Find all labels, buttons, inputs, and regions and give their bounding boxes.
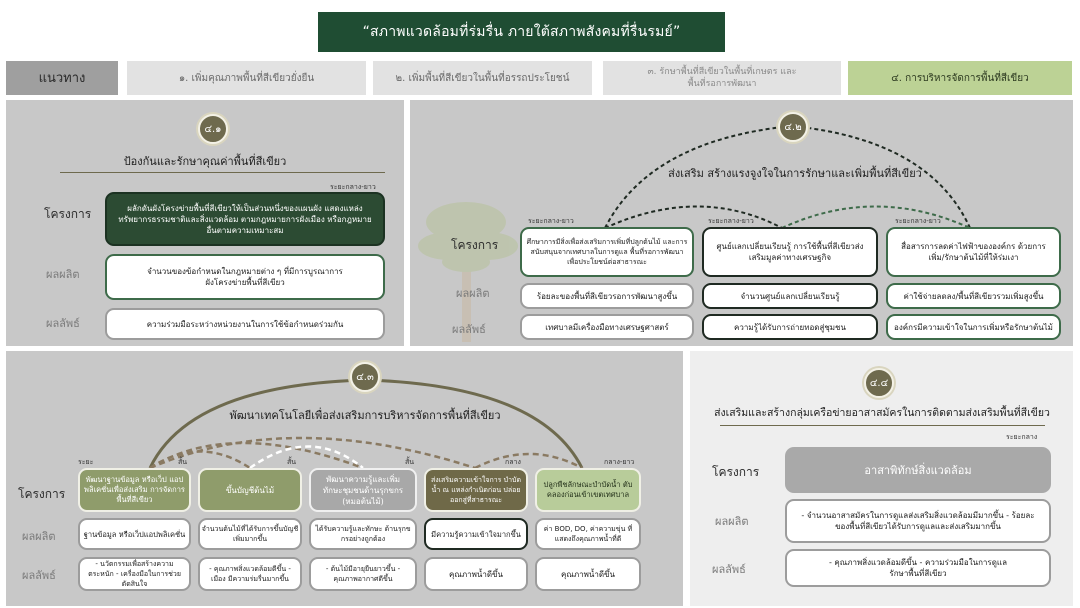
section-4-2-badge: ๔.๒ (778, 112, 808, 142)
section-4-2-project-2[interactable]: ศูนย์แลกเปลี่ยนเรียนรู้ การใช้พื้นที่สีเ… (702, 227, 878, 277)
section-4-1-project[interactable]: ผลักดันผังโครงข่ายพื้นที่สีเขียวให้เป็นส… (105, 192, 385, 246)
section-4-3-outcome-5[interactable]: คุณภาพน้ำดีขึ้น (535, 557, 641, 591)
nav-item-3[interactable]: ๓. รักษาพื้นที่สีเขียวในพื้นที่เกษตร และ… (603, 61, 841, 95)
nav-item-1[interactable]: ๑. เพิ่มคุณภาพพื้นที่สีเขียวยั่งยืน (127, 61, 366, 95)
section-4-3-term-2: สั้น (287, 458, 297, 466)
section-4-4-badge: ๔.๔ (864, 368, 894, 398)
section-4-3-term-5: กลาง-ยาว (604, 458, 635, 466)
section-4-4-output[interactable]: - จำนวนอาสาสมัครในการดูแลส่งเสริมสิ่งแวด… (785, 499, 1051, 543)
section-4-3-project-5[interactable]: ปลูกพืชลักษณะบำบัดน้ำ ตับคลองก่อนเข้าเขต… (535, 468, 641, 512)
section-4-2-outcome-2[interactable]: ความรู้ได้รับการถ่ายทอดสู่ชุมชน (702, 314, 878, 340)
section-4-1-divider (60, 172, 385, 173)
section-4-2-outcome-1[interactable]: เทศบาลมีเครื่องมือทางเศรษฐศาสตร์ (520, 314, 694, 340)
page-title: “สภาพแวดล้อมที่ร่มรื่น ภายใต้สภาพสังคมที… (318, 12, 725, 52)
nav-item-2[interactable]: ๒. เพิ่มพื้นที่สีเขียวในพื้นที่อรรถประโย… (373, 61, 592, 95)
section-4-2-output-1[interactable]: ร้อยละของพื้นที่สีเขียวรอการพัฒนาสูงขึ้น (520, 283, 694, 309)
section-4-4-divider (720, 425, 1045, 426)
section-4-2-outcome-label: ผลลัพธ์ (452, 323, 486, 336)
section-4-4-outcome[interactable]: - คุณภาพสิ่งแวดล้อมดีขึ้น - ความร่วมมือใ… (785, 549, 1051, 587)
section-4-2-project-3[interactable]: สื่อสารการลดค่าไฟฟ้าขององค์กร ด้วยการเพิ… (886, 227, 1061, 277)
section-4-3-outcome-4[interactable]: คุณภาพน้ำดีขึ้น (424, 557, 528, 591)
section-4-2-term-1: ระยะกลาง-ยาว (528, 217, 574, 225)
section-4-1-term: ระยะกลาง-ยาว (330, 183, 376, 191)
section-4-3-output-4[interactable]: มีความรู้ความเข้าใจมากขึ้น (424, 518, 528, 550)
section-4-4-output-label: ผลผลิต (715, 515, 749, 528)
section-4-1-title: ป้องกันและรักษาคุณค่าพื้นที่สีเขียว (123, 155, 287, 168)
section-4-3-output-5[interactable]: ค่า BOD, DO, ค่าความขุ่น ที่แสดงถึงคุณภา… (535, 518, 641, 550)
section-4-3-project-1[interactable]: พัฒนาฐานข้อมูล หรือเว็ป แอปพลิเคชั่นเพื่… (78, 468, 191, 512)
section-4-3-outcome-label: ผลลัพธ์ (22, 569, 56, 582)
section-4-4-project-label: โครงการ (712, 465, 760, 479)
section-4-4-outcome-label: ผลลัพธ์ (712, 563, 746, 576)
section-4-3-outcome-2[interactable]: - คุณภาพสิ่งแวดล้อมดีขึ้น - เมือง มีความ… (198, 557, 302, 591)
section-4-1-output[interactable]: จำนวนของข้อกำหนดในกฎหมายต่าง ๆ ที่มีการบ… (105, 254, 385, 300)
section-4-3-badge: ๔.๓ (350, 362, 380, 392)
section-4-4-title: ส่งเสริมและสร้างกลุ่มเครือข่ายอาสาสมัครใ… (714, 407, 1050, 419)
section-4-2-project-label: โครงการ (451, 238, 499, 252)
section-4-3-term-3: สั้น (405, 458, 415, 466)
section-4-2-project-1[interactable]: ศึกษาการมีสิ่งเพื่อส่งเสริมการเพิ่มที่ปล… (520, 227, 694, 277)
section-4-1-outcome[interactable]: ความร่วมมือระหว่างหน่วยงานในการใช้ข้อกำห… (105, 308, 385, 340)
section-4-1-badge: ๔.๑ (198, 114, 228, 144)
section-4-2-output-3[interactable]: ค่าใช้จ่ายลดลง/พื้นที่สีเขียวรวมเพิ่มสูง… (886, 283, 1061, 309)
section-4-1-output-label: ผลผลิต (46, 268, 80, 281)
section-4-2-term-2: ระยะกลาง-ยาว (708, 217, 754, 225)
section-4-2-output-2[interactable]: จำนวนศูนย์แลกเปลี่ยนเรียนรู้ (702, 283, 878, 309)
section-4-3-term-0: ระยะ (78, 458, 94, 466)
section-4-2-title: ส่งเสริม สร้างแรงจูงใจในการรักษาและเพิ่ม… (668, 167, 922, 180)
section-4-3-term-1: สั้น (178, 458, 188, 466)
section-4-4-term: ระยะกลาง (1006, 433, 1038, 441)
section-4-3-term-4: กลาง (505, 458, 521, 466)
section-4-3-project-label: โครงการ (18, 487, 66, 501)
section-4-2-output-label: ผลผลิต (456, 287, 490, 300)
section-4-3-output-3[interactable]: ได้รับความรู้และทักษะ ด้านรุกขกรอย่างถูก… (309, 518, 417, 550)
section-4-1-project-label: โครงการ (44, 207, 92, 221)
section-4-3-output-label: ผลผลิต (22, 530, 56, 543)
section-4-3-outcome-3[interactable]: - ต้นไม้มีอายุยืนยาวขึ้น - คุณภาพอากาศดี… (309, 557, 417, 591)
section-4-2-term-3: ระยะกลาง-ยาว (895, 217, 941, 225)
section-4-1-outcome-label: ผลลัพธ์ (46, 317, 80, 330)
section-4-3-project-3[interactable]: พัฒนาความรู้และเพิ่ม ทักษะชุมชนด้านรุกขก… (309, 468, 417, 512)
section-4-3-title: พัฒนาเทคโนโลยีเพื่อส่งเสริมการบริหารจัดก… (229, 409, 501, 422)
section-4-3-output-2[interactable]: จำนวนต้นไม้ที่ได้รับการขึ้นบัญชี เพิ่มมา… (198, 518, 302, 550)
nav-item-4-active[interactable]: ๔. การบริหารจัดการพื้นที่สีเขียว (848, 61, 1072, 95)
section-4-3-project-4[interactable]: ส่งเสริมความเข้าใจการ บำบัดน้ำ ณ แหล่งกำ… (424, 468, 528, 512)
section-4-3-output-1[interactable]: ฐานข้อมูล หรือเว็ปแอปพลิเคชั่น (78, 518, 191, 550)
nav-label: แนวทาง (6, 61, 118, 95)
section-4-2-outcome-3[interactable]: องค์กรมีความเข้าใจในการเพิ่มหรือรักษาต้น… (886, 314, 1061, 340)
section-4-4-project[interactable]: อาสาพิทักษ์สิ่งแวดล้อม (785, 447, 1051, 493)
nav-item-3-label: ๓. รักษาพื้นที่สีเขียวในพื้นที่เกษตร และ… (647, 67, 797, 89)
section-4-3-outcome-1[interactable]: - นวัตกรรมเพื่อสร้างความตระหนัก - เครื่อ… (78, 557, 191, 591)
section-4-3-project-2[interactable]: ขึ้นบัญชีต้นไม้ (198, 468, 302, 512)
